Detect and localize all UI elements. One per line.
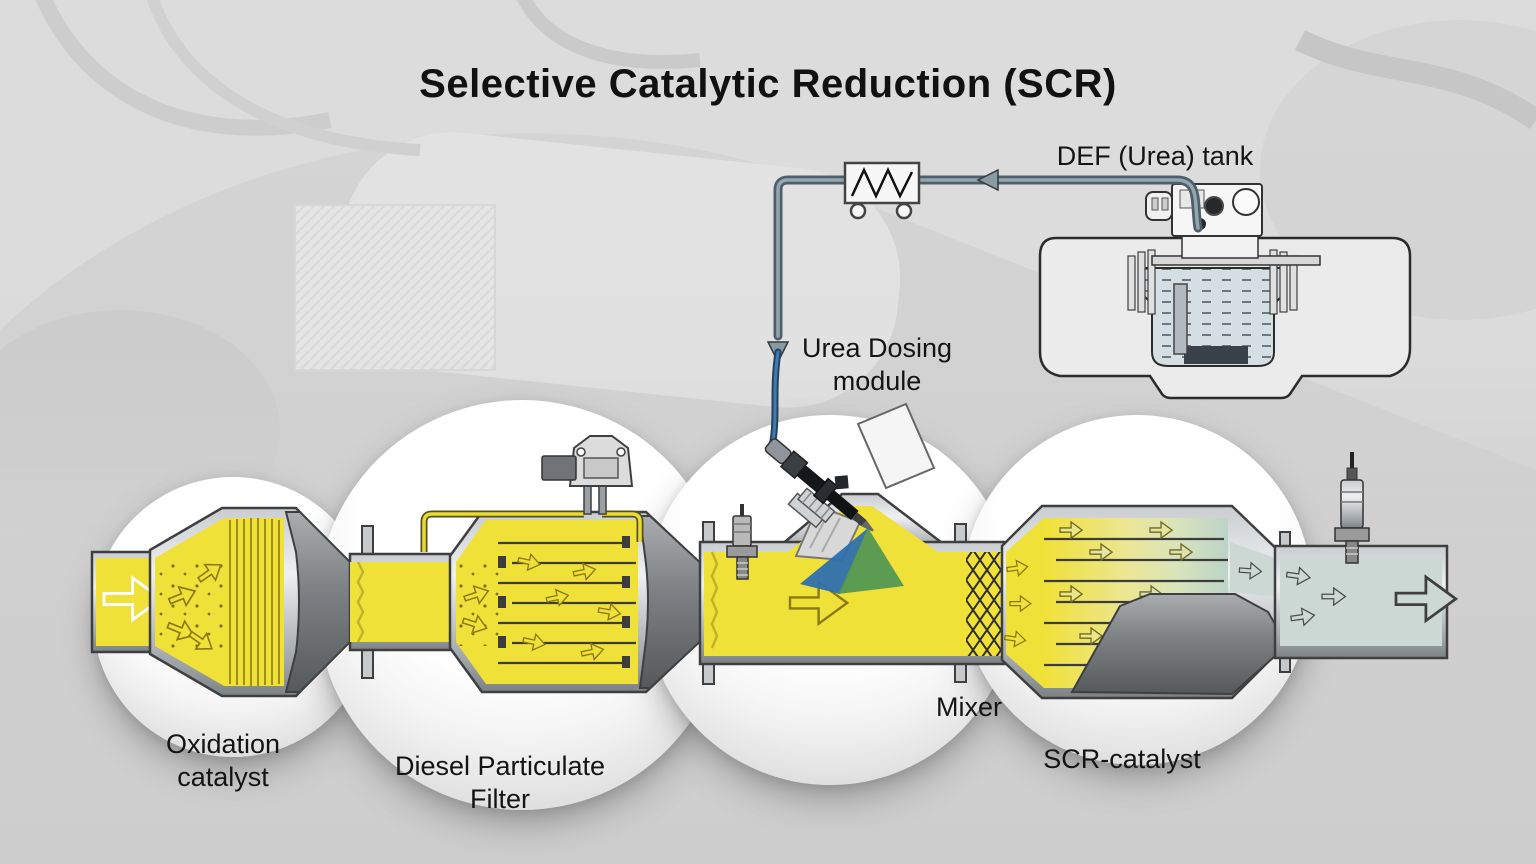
tailpipe [1273,452,1458,673]
def-tank-label: DEF (Urea) tank [1056,141,1254,171]
def-tank-illustration [1038,183,1412,400]
catalyst-honeycomb [229,518,280,686]
exhaust-temperature-sensor [726,504,758,580]
diesel-particulate-filter-label: Diesel Particulate Filter [394,751,606,814]
flow-direction-arrow-left [976,168,999,192]
oxidation-catalyst-label: Oxidation catalyst [165,729,281,792]
injector-bracket [856,402,936,490]
urea-spray-green [838,528,904,594]
mixer-label: Mixer [936,692,1002,722]
urea-supply-line [766,161,1203,450]
line-heater-element [843,161,921,220]
tank-reservoir [1141,267,1285,367]
silencer-shell [1070,593,1283,696]
urea-dosing-module-label: Urea Dosing module [801,333,953,396]
mixer-element [966,552,1002,656]
connecting-pipe-1 [348,525,458,679]
sensor-connector [541,455,577,481]
suction-pipe [1173,283,1188,355]
urea-injector [764,402,936,594]
scr-catalyst-illustration [1000,504,1292,700]
differential-pressure-sensor [420,435,644,552]
exhaust-inlet-pipe [90,550,163,654]
nox-sensor [1334,452,1370,564]
filter-plugs [498,536,630,668]
urea-spray-blue [800,528,868,594]
suction-unit [1184,346,1248,364]
slide-title: Selective Catalytic Reduction (SCR) [419,62,1117,106]
injector-cylinder [764,438,874,532]
dpf-illustration [420,435,707,694]
scr-catalyst-label: SCR-catalyst [1043,744,1201,774]
oxidation-catalyst-illustration [148,506,353,698]
